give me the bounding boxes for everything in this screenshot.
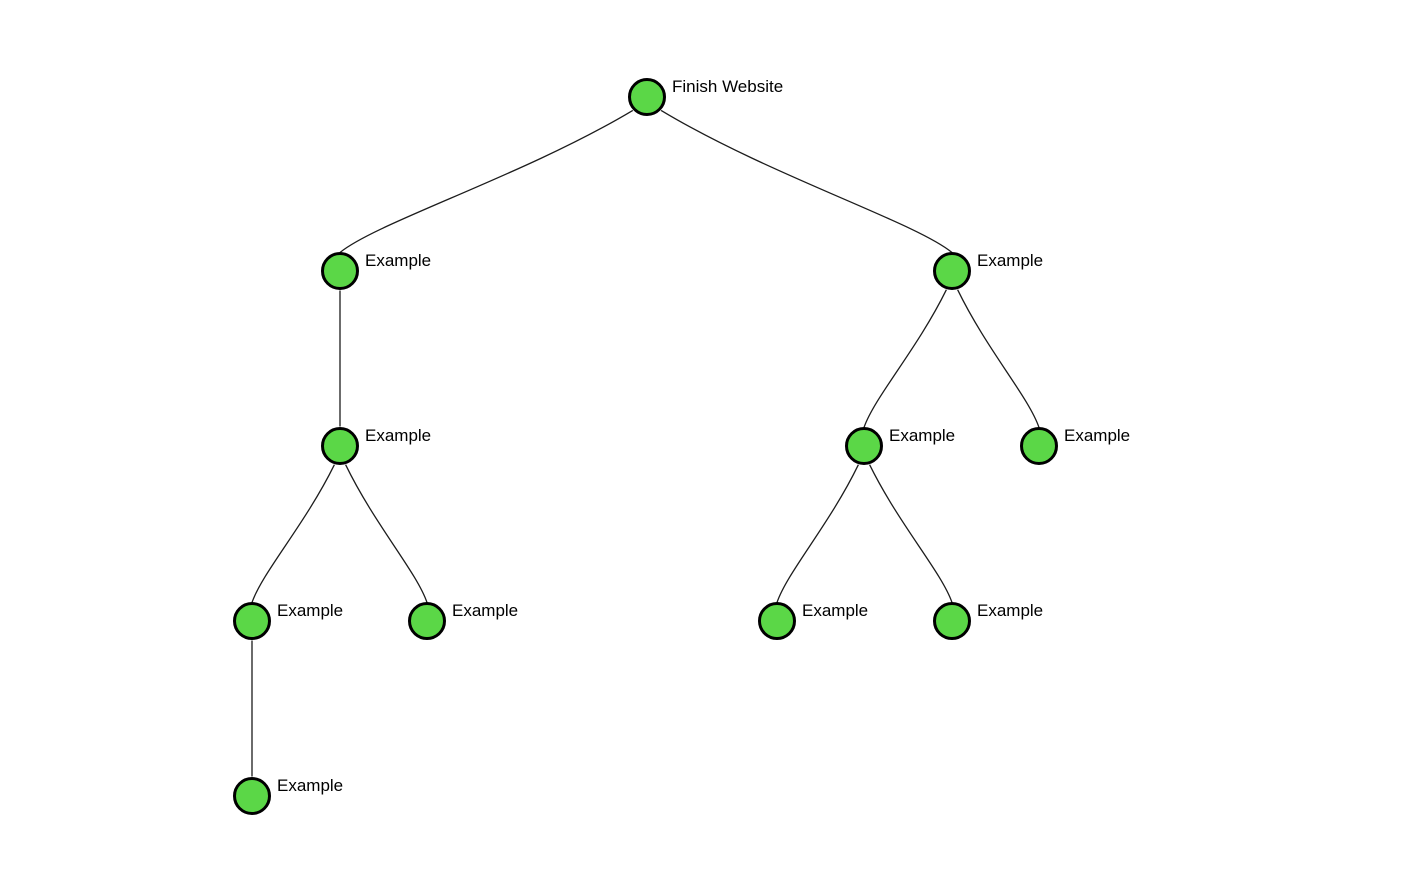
node-label[interactable]: Example [977,251,1043,270]
node-circle[interactable] [321,252,359,290]
tree-edge [776,464,859,603]
node-label[interactable]: Example [977,601,1043,620]
node-label[interactable]: Example [1064,426,1130,445]
tree-node: Example [233,776,343,815]
node-circle[interactable] [233,777,271,815]
tree-node: Example [321,251,431,290]
tree-node: Example [233,601,343,640]
tree-node: Example [408,601,518,640]
node-label[interactable]: Finish Website [672,77,783,96]
tree-edge [339,109,634,254]
node-circle[interactable] [933,252,971,290]
tree-edge [957,289,1040,428]
tree-edge [345,464,428,603]
edges-layer [251,109,1040,777]
tree-edge [660,109,953,254]
node-label[interactable]: Example [365,426,431,445]
tree-node: Example [933,601,1043,640]
tree-node: Example [321,426,431,465]
tree-edge [863,289,947,428]
tree-node: Example [1020,426,1130,465]
node-label[interactable]: Example [277,776,343,795]
node-label[interactable]: Example [802,601,868,620]
node-label[interactable]: Example [277,601,343,620]
node-circle[interactable] [758,602,796,640]
tree-node: Finish Website [628,77,783,116]
node-circle[interactable] [845,427,883,465]
tree-node: Example [845,426,955,465]
node-circle[interactable] [1020,427,1058,465]
node-circle[interactable] [933,602,971,640]
node-circle[interactable] [321,427,359,465]
node-circle[interactable] [408,602,446,640]
tree-node: Example [933,251,1043,290]
node-label[interactable]: Example [365,251,431,270]
node-label[interactable]: Example [452,601,518,620]
node-label[interactable]: Example [889,426,955,445]
node-circle[interactable] [233,602,271,640]
tree-edge [869,464,953,603]
tree-node: Example [758,601,868,640]
node-circle[interactable] [628,78,666,116]
tree-edge [251,464,335,603]
